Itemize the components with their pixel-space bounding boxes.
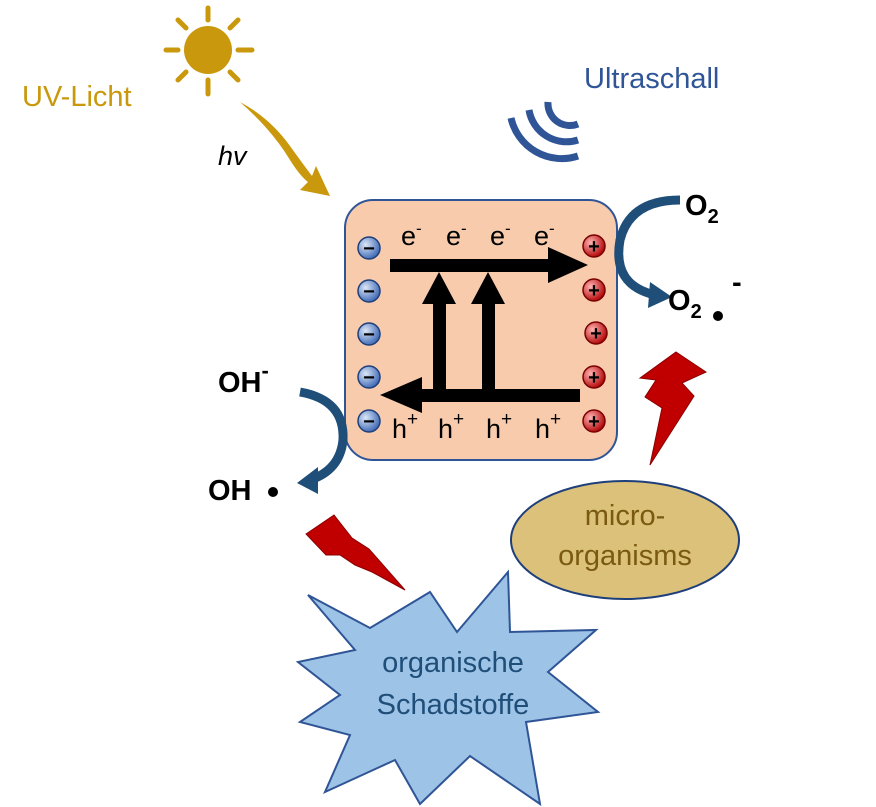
- negative-charge-icon: −: [357, 279, 381, 303]
- hydroxide-label: OH-: [218, 358, 269, 399]
- sun-icon: [163, 5, 255, 97]
- pollutants-label-line1: organische: [382, 647, 524, 679]
- svg-text:+: +: [588, 236, 600, 258]
- photon-energy-label: hv: [218, 141, 248, 171]
- electron-label: e-: [534, 219, 555, 251]
- positive-charge-icon: +: [582, 234, 606, 258]
- hole-label: h+: [438, 409, 464, 444]
- lightning-icon: [305, 514, 406, 591]
- radical-dot: [713, 311, 723, 321]
- microorganisms-label-line2: organisms: [558, 540, 692, 572]
- hydroxyl-radical-label: OH: [208, 475, 252, 507]
- uv-arrow: [240, 102, 330, 196]
- negative-charge-icon: −: [357, 409, 381, 433]
- hole-label: h+: [486, 409, 512, 444]
- negative-charges: − − − − −: [357, 236, 381, 433]
- microorganisms-ellipse: micro- organisms: [510, 480, 740, 600]
- electron-label: e-: [490, 219, 511, 251]
- positive-charge-icon: +: [584, 321, 608, 345]
- ultrasound-waves-icon: [507, 101, 580, 163]
- positive-charges: + + + + +: [582, 234, 608, 433]
- conduction-band-arrow: [390, 247, 588, 283]
- negative-charge-icon: −: [357, 322, 381, 346]
- pollutants-label-line2: Schadstoffe: [377, 689, 530, 721]
- semiconductor-particle: [344, 199, 618, 461]
- positive-charge-icon: +: [582, 409, 606, 433]
- svg-text:−: −: [363, 238, 375, 260]
- svg-text:+: +: [588, 280, 600, 302]
- negative-charge-icon: −: [357, 365, 381, 389]
- lightning-icon: [638, 351, 708, 466]
- svg-text:−: −: [363, 281, 375, 303]
- valence-band-arrow: [380, 377, 580, 413]
- ultrasound-label: Ultraschall: [584, 63, 719, 95]
- svg-text:+: +: [588, 367, 600, 389]
- oxygen-reduction-arrow: [614, 195, 681, 308]
- svg-text:−: −: [363, 324, 375, 346]
- positive-charge-icon: +: [582, 365, 606, 389]
- excitation-arrow: [471, 272, 505, 392]
- svg-text:−: −: [363, 367, 375, 389]
- negative-charge-icon: −: [357, 236, 381, 260]
- organic-pollutants-starburst: organische Schadstoffe: [295, 569, 601, 807]
- uv-light-label: UV-Licht: [22, 81, 132, 113]
- microorganisms-label-line1: micro-: [585, 500, 666, 532]
- radical-dot: [268, 487, 278, 497]
- oxygen-label: O2: [685, 190, 719, 228]
- svg-text:+: +: [588, 411, 600, 433]
- hole-row: h+ h+ h+ h+: [392, 409, 561, 444]
- positive-charge-icon: +: [582, 278, 606, 302]
- svg-text:+: +: [590, 323, 602, 345]
- svg-text:−: −: [363, 411, 375, 433]
- electron-label: e-: [446, 219, 467, 251]
- superoxide-radical-label: O2: [668, 285, 702, 323]
- superoxide-charge: -: [732, 267, 742, 299]
- electron-label: e-: [401, 219, 422, 251]
- excitation-arrow: [422, 272, 456, 392]
- electron-row: e- e- e- e-: [401, 219, 555, 251]
- hole-label: h+: [535, 409, 561, 444]
- hole-label: h+: [392, 409, 418, 444]
- hydroxide-oxidation-arrow: [297, 387, 348, 494]
